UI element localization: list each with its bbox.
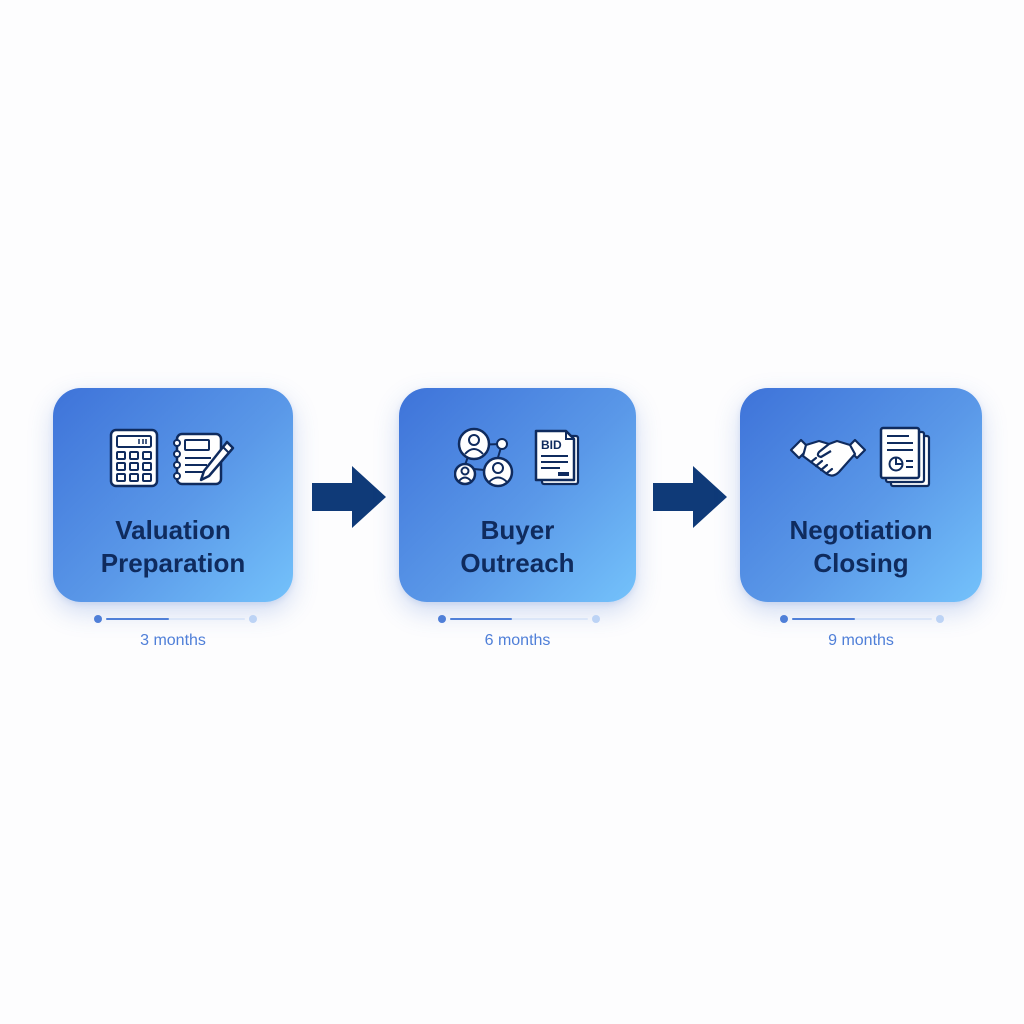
contract-documents-icon (879, 426, 931, 488)
step-title: Buyer Outreach (399, 514, 636, 580)
arrow-right-icon (653, 466, 727, 528)
step-icons (740, 426, 982, 490)
step-title: Valuation Preparation (53, 514, 293, 580)
step-title-line2: Preparation (100, 548, 246, 578)
progress-start-dot (438, 615, 446, 623)
step-icons (53, 426, 293, 490)
notebook-pen-icon (173, 432, 235, 486)
step-title-line1: Negotiation (789, 515, 933, 545)
duration-progress-bar (780, 614, 944, 624)
step-card: BID Buyer Outreach (399, 388, 636, 602)
arrow-right-icon (312, 466, 386, 528)
progress-start-dot (780, 615, 788, 623)
handshake-icon (789, 438, 867, 477)
progress-start-dot (94, 615, 102, 623)
step-duration: 3 months (140, 632, 206, 649)
bid-document-icon: BID (534, 429, 579, 486)
bid-label: BID (541, 438, 562, 452)
buyer-network-icon (453, 427, 513, 488)
progress-fill (106, 618, 169, 620)
progress-end-dot (249, 615, 257, 623)
step-card: Negotiation Closing (740, 388, 982, 602)
progress-track (106, 618, 245, 620)
progress-end-dot (936, 615, 944, 623)
step-duration: 9 months (828, 632, 894, 649)
calculator-icon (109, 428, 159, 488)
duration-progress-bar (94, 614, 257, 624)
progress-fill (450, 618, 513, 620)
progress-end-dot (592, 615, 600, 623)
step-title-line1: Buyer (480, 515, 555, 545)
step-card: Valuation Preparation (53, 388, 293, 602)
progress-track (792, 618, 932, 620)
duration-progress-bar (438, 614, 600, 624)
step-title-line1: Valuation (115, 515, 231, 545)
step-icons: BID (399, 426, 636, 490)
progress-fill (792, 618, 855, 620)
progress-track (450, 618, 588, 620)
step-title: Negotiation Closing (740, 514, 982, 580)
step-duration: 6 months (484, 632, 551, 649)
step-title-line2: Outreach (460, 548, 575, 578)
step-title-line2: Closing (813, 548, 909, 578)
